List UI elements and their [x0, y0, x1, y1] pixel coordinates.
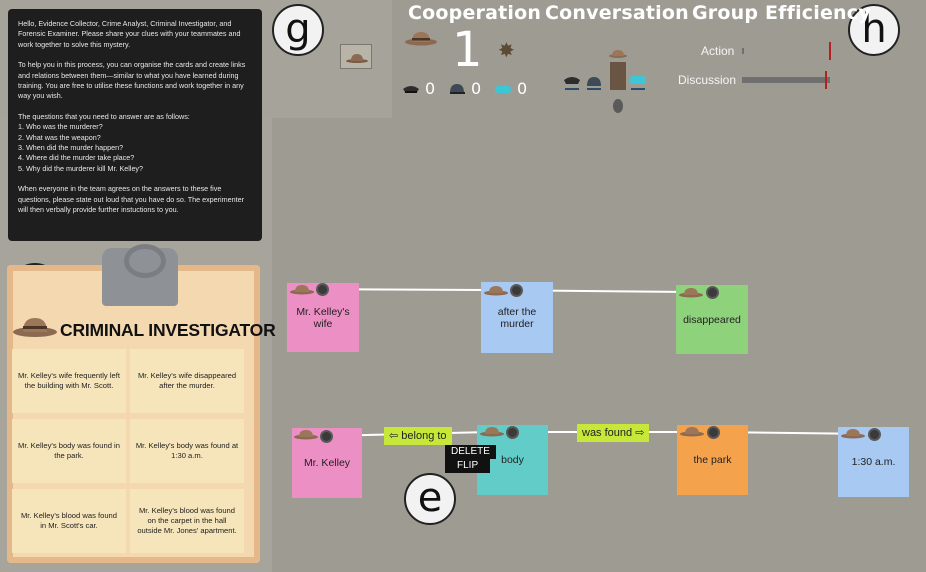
clue-card[interactable]: Mr. Kelley's body was found at 1:30 a.m. — [130, 419, 244, 483]
discussion-bar-fill — [742, 77, 831, 83]
counter-forensic: 0 — [494, 79, 527, 98]
card-pin-handle[interactable] — [506, 426, 519, 439]
card-pin-handle[interactable] — [510, 284, 523, 297]
forensic-cap-icon — [495, 85, 511, 93]
card-pin-handle[interactable] — [868, 428, 881, 441]
counter-value: 0 — [425, 79, 436, 98]
detective-hat-icon — [480, 427, 504, 437]
clue-card[interactable]: Mr. Kelley's blood was found in Mr. Scot… — [12, 489, 126, 553]
detective-hat-icon — [680, 427, 704, 437]
sticky-note-text: Mr. Kelley — [303, 457, 351, 469]
action-bar-fill — [742, 48, 744, 54]
sticky-note-text: Mr. Kelley's wife — [296, 305, 350, 330]
action-bar — [742, 48, 833, 54]
delete-button[interactable]: DELETE — [445, 445, 496, 459]
detective-hat-icon — [484, 286, 508, 296]
instructions-paragraph: To help you in this process, you can org… — [18, 60, 246, 101]
clue-card[interactable]: Mr. Kelley's blood was found on the carp… — [130, 489, 244, 553]
role-title: CRIMINAL INVESTIGATOR — [60, 320, 276, 340]
sheriff-star-icon: ✸ — [498, 40, 515, 62]
sticky-note-text: the park — [693, 454, 732, 466]
annotation-badge-g: g — [272, 4, 324, 56]
clue-card[interactable]: Mr. Kelley's wife frequently left the bu… — [12, 349, 126, 413]
detective-hat-icon — [405, 32, 437, 46]
action-bar-marker — [829, 42, 831, 60]
annotation-badge-h: h — [848, 4, 900, 56]
instructions-paragraph: The questions that you need to answer ar… — [18, 111, 190, 173]
counter-value: 0 — [471, 79, 482, 98]
discussion-bar-marker — [825, 71, 827, 89]
clue-card[interactable]: Mr. Kelley's body was found in the park. — [12, 419, 126, 483]
detective-hat-icon — [294, 430, 318, 440]
instructions-paragraph: Hello, Evidence Collector, Crime Analyst… — [18, 19, 241, 49]
link-label-was-found[interactable]: was found ⇨ — [577, 424, 650, 442]
cap-icon — [450, 83, 465, 94]
card-pin-handle[interactable] — [707, 426, 720, 439]
clue-card[interactable]: Mr. Kelley's wife disappeared after the … — [130, 349, 244, 413]
cooperation-score: 1 — [452, 22, 483, 78]
discussion-bar — [742, 77, 833, 83]
counter-police: 0 — [402, 79, 435, 98]
police-cap-icon — [403, 85, 419, 93]
sticky-note[interactable]: Mr. Kelley — [292, 428, 362, 498]
annotation-badge-e: e — [404, 473, 456, 525]
minimized-card[interactable] — [340, 44, 372, 69]
counter-analyst: 0 — [448, 79, 481, 98]
instructions-panel: Hello, Evidence Collector, Crime Analyst… — [8, 9, 262, 241]
cooperation-title: Cooperation — [408, 2, 542, 24]
card-pin-handle[interactable] — [320, 430, 333, 443]
conversation-title: Conversation — [545, 2, 689, 24]
sticky-note-text: disappeared — [683, 313, 741, 326]
flip-button[interactable]: FLIP — [445, 459, 491, 473]
discussion-label: Discussion — [678, 73, 737, 87]
clipboard-clip — [102, 244, 178, 306]
link-label-belong-to[interactable]: ⇦ belong to — [384, 427, 452, 445]
hat-icon — [346, 54, 368, 63]
counter-value: 0 — [517, 79, 528, 98]
sticky-note-text: after the murder — [497, 305, 537, 330]
conversation-hats-icon — [564, 50, 646, 113]
sticky-note-text: 1:30 a.m. — [851, 456, 896, 468]
instructions-paragraph: When everyone in the team agrees on the … — [18, 184, 245, 215]
action-label: Action — [701, 44, 735, 58]
detective-hat-icon — [841, 429, 865, 439]
sticky-note-text: body — [501, 454, 524, 466]
card-pin-handle[interactable] — [316, 283, 329, 296]
detective-hat-icon — [679, 288, 703, 298]
detective-hat-icon — [13, 318, 57, 337]
detective-hat-icon — [290, 285, 314, 295]
group-efficiency-title: Group Efficiency — [692, 2, 871, 24]
card-pin-handle[interactable] — [706, 286, 719, 299]
